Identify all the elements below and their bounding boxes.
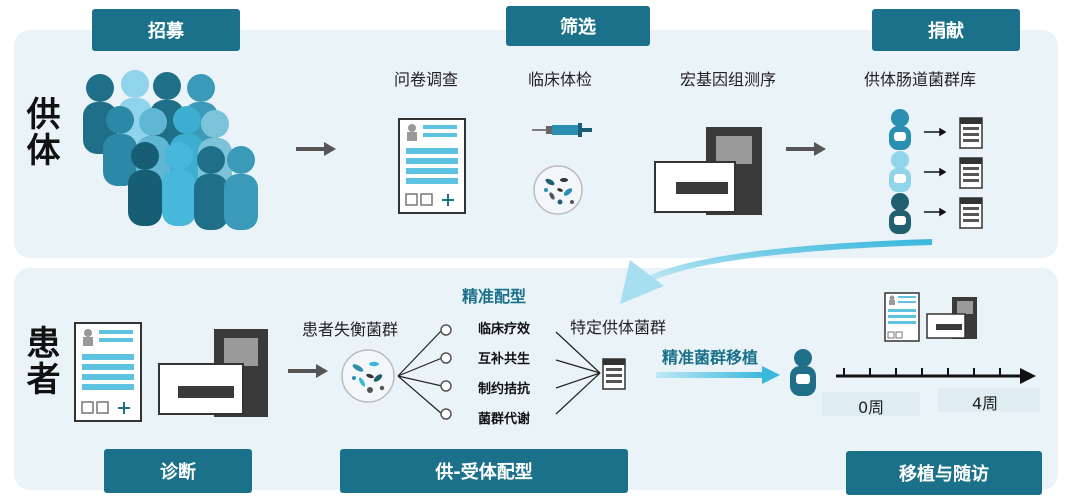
recipient-figure-icon — [790, 349, 816, 396]
precision-transplant-arrow — [656, 366, 780, 384]
week4-label: 4周 — [972, 394, 999, 413]
donor-side-label: 供体 — [20, 96, 60, 176]
patient-side-label: 患者 — [20, 325, 60, 405]
questionnaire-label: 问卷调查 — [394, 70, 459, 89]
fecal-bank-icon — [889, 109, 983, 234]
questionnaire-document-icon — [398, 118, 466, 214]
donor-figure-1 — [889, 109, 911, 150]
criterion-metabolism: 菌群代谢 — [478, 412, 531, 427]
followup-document-icon — [884, 292, 920, 342]
specific-donor-label: 特定供体菌群 — [570, 318, 667, 337]
specific-donor-sample-box-icon — [602, 358, 626, 390]
donor-figure-2 — [889, 151, 911, 192]
followup-timeline — [836, 368, 1036, 384]
arrow-screen-to-donate — [786, 142, 826, 156]
arrow-recruit-to-screen — [296, 142, 336, 156]
physical-exam-label: 临床体检 — [528, 70, 593, 89]
donor-to-patient-curved-arrow — [620, 239, 933, 304]
recruit-badge: 招募 — [92, 9, 240, 51]
metagenome-label: 宏基因组测序 — [680, 70, 777, 89]
fecal-bank-label: 供体肠道菌群库 — [864, 70, 977, 89]
matching-badge: 供-受体配型 — [340, 449, 628, 493]
week0-label: 0周 — [858, 398, 885, 417]
donor-crowd-icon — [83, 70, 258, 230]
donor-figure-3 — [889, 193, 911, 234]
patient-document-icon — [74, 322, 142, 422]
transplant-followup-badge: 移植与随访 — [846, 451, 1042, 495]
dysbiosis-label: 患者失衡菌群 — [302, 320, 399, 339]
patient-microbe-dish-icon — [341, 349, 395, 403]
week0-box — [822, 392, 920, 416]
screen-badge: 筛选 — [506, 6, 650, 46]
criterion-clinical-efficacy: 临床疗效 — [478, 322, 531, 337]
arrow-diagnose-to-matching — [288, 364, 328, 378]
diagnose-badge: 诊断 — [104, 449, 252, 493]
microbe-dish-icon — [533, 165, 583, 215]
week4-box — [938, 388, 1040, 412]
precision-matching-title: 精准配型 — [462, 287, 527, 306]
sample-boxes — [959, 117, 983, 229]
patient-sequencer-icon — [158, 329, 268, 417]
criterion-complementary: 互补共生 — [478, 352, 531, 367]
patient-label: 患者 — [20, 325, 60, 397]
syringe-icon — [532, 123, 592, 137]
matching-converge-lines — [555, 331, 601, 415]
crowd-front-row — [128, 142, 258, 230]
matching-fan-lines — [397, 324, 452, 420]
donor-label: 供体 — [20, 96, 60, 168]
sequencer-device-icon — [654, 127, 762, 215]
precision-transplant-title: 精准菌群移植 — [662, 348, 759, 367]
followup-sequencer-icon — [926, 297, 977, 339]
donate-badge: 捐献 — [872, 9, 1020, 51]
criterion-antagonism: 制约拮抗 — [478, 382, 531, 397]
